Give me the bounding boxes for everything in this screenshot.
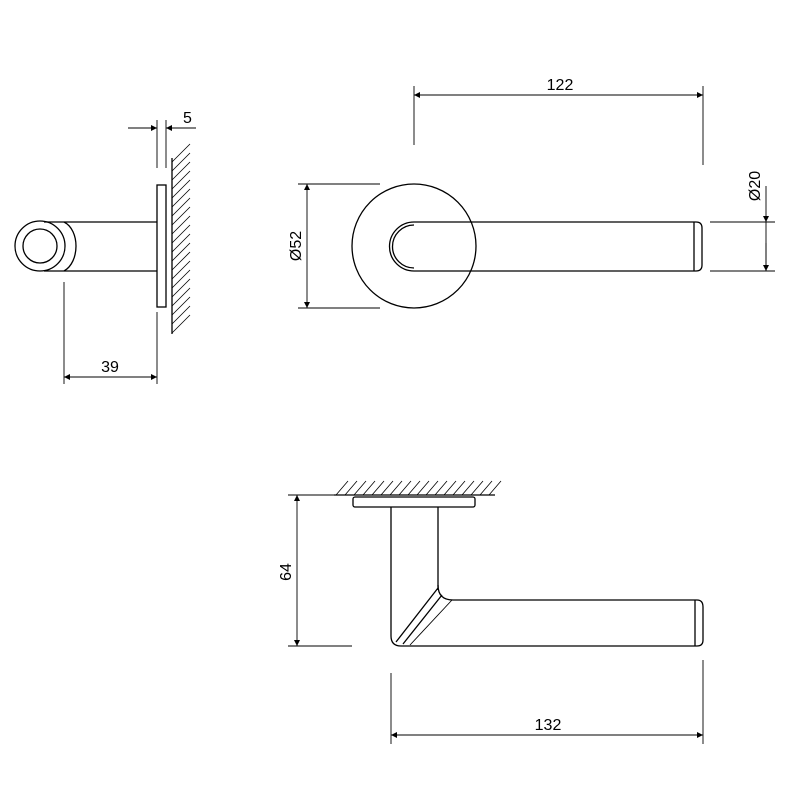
- lever-arm-top: [390, 584, 704, 647]
- hatch-line: [171, 296, 191, 316]
- hatch-line: [362, 480, 376, 496]
- hatch-line: [171, 287, 191, 307]
- bevel-line-1: [395, 587, 439, 643]
- hatch-line: [425, 480, 439, 496]
- rose-circle: [351, 183, 477, 309]
- hatch-line: [470, 480, 484, 496]
- hatch-line: [389, 480, 403, 496]
- hatch-line: [171, 269, 191, 289]
- hatch-line: [171, 188, 191, 208]
- lever-bend-side: [63, 221, 77, 272]
- hatch-line: [171, 161, 191, 181]
- wall-hatching-top: [335, 480, 502, 496]
- hatch-line: [443, 480, 457, 496]
- hatch-line: [434, 480, 448, 496]
- dim-52-label: Ø52: [288, 231, 305, 261]
- hatch-line: [171, 170, 191, 190]
- lever-end-inner-circle: [22, 228, 58, 264]
- hatch-line: [171, 278, 191, 298]
- lever-front: [388, 221, 703, 272]
- hatch-line: [479, 480, 493, 496]
- dim-64-label: 64: [278, 563, 295, 581]
- bevel-line-2: [402, 594, 443, 645]
- rose-plate-side: [156, 184, 167, 308]
- hatch-line: [380, 480, 394, 496]
- dim-39-label: 39: [101, 359, 119, 376]
- hatch-line: [171, 206, 191, 226]
- hatch-line: [171, 260, 191, 280]
- hatch-line: [461, 480, 475, 496]
- lever-body-side: [44, 221, 157, 272]
- hatch-line: [407, 480, 421, 496]
- hatch-line: [171, 251, 191, 271]
- hatch-line: [171, 305, 191, 325]
- hatch-line: [171, 143, 191, 163]
- hatch-line: [171, 242, 191, 262]
- wall-hatching-side: [171, 143, 191, 334]
- hatch-line: [171, 233, 191, 253]
- dim-20-label: Ø20: [747, 171, 764, 201]
- hatch-line: [488, 480, 502, 496]
- rose-plate-top: [352, 496, 476, 508]
- lever-neck-front: [391, 224, 415, 269]
- hatch-line: [344, 480, 358, 496]
- hatch-line: [371, 480, 385, 496]
- lever-end-outer-circle: [14, 220, 66, 272]
- hatch-line: [171, 179, 191, 199]
- hatch-line: [353, 480, 367, 496]
- top-view: 64 132: [278, 480, 704, 744]
- hatch-line: [171, 197, 191, 217]
- front-view: 122 Ø52 Ø20: [288, 77, 775, 309]
- bevel-line-3: [409, 599, 453, 646]
- hatch-line: [416, 480, 430, 496]
- side-view: 5 39: [14, 110, 196, 384]
- hatch-line: [171, 224, 191, 244]
- hatch-line: [335, 480, 349, 496]
- hatch-line: [171, 314, 191, 334]
- dim-5-label: 5: [183, 110, 192, 127]
- dim-122-label: 122: [547, 77, 574, 94]
- hatch-line: [398, 480, 412, 496]
- dim-132-label: 132: [535, 717, 562, 734]
- hatch-line: [171, 215, 191, 235]
- hatch-line: [452, 480, 466, 496]
- hatch-line: [171, 152, 191, 172]
